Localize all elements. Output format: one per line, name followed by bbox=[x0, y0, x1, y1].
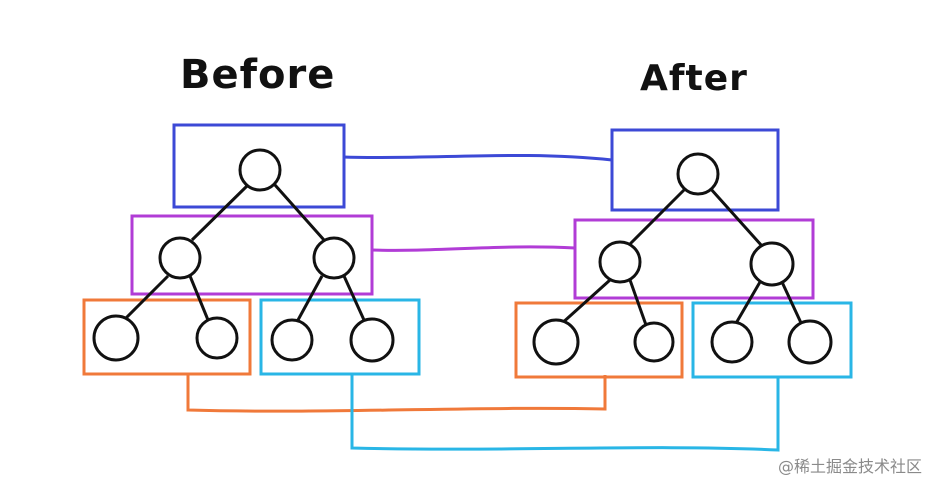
after-label: After bbox=[640, 58, 748, 99]
level3-right-connector bbox=[350, 375, 780, 452]
after-leaf-node bbox=[633, 321, 675, 363]
before-level2-box bbox=[130, 214, 374, 296]
after-edge bbox=[733, 281, 762, 326]
level1-connector bbox=[342, 153, 613, 162]
after-node bbox=[749, 241, 795, 287]
before-leaf-node bbox=[92, 314, 140, 362]
before-label: Before bbox=[180, 52, 336, 98]
after-leaf-node bbox=[787, 319, 833, 365]
before-leaf-node bbox=[270, 318, 314, 362]
before-edge bbox=[273, 184, 326, 241]
before-level1-box bbox=[172, 123, 346, 209]
after-level2-box bbox=[573, 218, 815, 300]
after-node bbox=[598, 240, 642, 284]
after-level1-box bbox=[610, 128, 780, 212]
before-leaf-node bbox=[195, 316, 239, 360]
before-level3-right-box bbox=[259, 298, 421, 376]
level2-connector bbox=[371, 245, 576, 252]
before-edge bbox=[342, 275, 366, 321]
after-level3-left-box bbox=[514, 301, 684, 379]
level3-left-connector bbox=[186, 375, 607, 413]
after-root-node bbox=[676, 152, 720, 196]
after-leaf-node bbox=[710, 320, 754, 364]
before-node bbox=[312, 236, 356, 280]
before-edge bbox=[190, 183, 250, 242]
before-root-node bbox=[238, 148, 282, 192]
watermark-text: @稀土掘金技术社区 bbox=[777, 457, 922, 476]
after-edge bbox=[628, 279, 648, 326]
before-edge bbox=[188, 275, 210, 321]
after-edge bbox=[628, 186, 688, 246]
after-edge bbox=[780, 281, 804, 326]
after-level3-right-box bbox=[691, 301, 853, 379]
after-edge bbox=[558, 278, 612, 327]
after-leaf-node bbox=[532, 318, 580, 366]
before-node bbox=[158, 236, 202, 280]
before-edge bbox=[122, 274, 170, 322]
after-edge bbox=[708, 186, 764, 248]
before-edge bbox=[296, 275, 324, 321]
before-leaf-node bbox=[349, 317, 395, 363]
before-level3-left-box bbox=[82, 298, 252, 376]
